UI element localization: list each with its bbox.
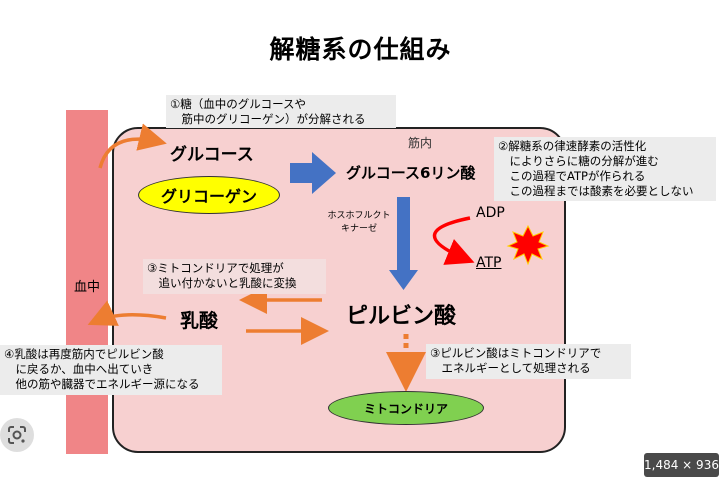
adp-label: ADP — [476, 205, 505, 221]
lactate-to-blood-arrow — [87, 300, 167, 326]
diagram-title: 解糖系の仕組み — [269, 35, 452, 64]
google-lens-button[interactable] — [0, 418, 34, 452]
glucose-label: グルコース — [170, 145, 254, 165]
blood-to-glucose-arrow — [98, 123, 167, 169]
note-5: ③ピルビン酸はミトコンドリアで エネルギーとして処理される — [426, 344, 631, 379]
note-4: ④乳酸は再度筋内でピルビン酸 に戻るか、血中へ出ていき 他の筋や臓器でエネルギー… — [0, 345, 222, 395]
blood-label: 血中 — [73, 280, 100, 295]
g6p-to-pyruvate-arrow — [389, 197, 418, 290]
note-3: ③ミトコンドリアで処理が 追い付かないと乳酸に変換 — [143, 259, 326, 294]
glucose6p-label: グルコース6リン酸 — [346, 164, 476, 182]
pfk-label: ホスホフルクト キナーゼ — [327, 211, 391, 234]
glucose-to-g6p-arrow — [290, 152, 336, 194]
lactate-label: 乳酸 — [180, 310, 219, 332]
glycogen-label: グリコーゲン — [160, 187, 257, 206]
mitochondria-label: ミトコンドリア — [363, 401, 448, 416]
mitochondria-oval: ミトコンドリア — [328, 391, 484, 425]
adp-to-atp-arrow — [432, 216, 475, 265]
note-2: ②解糖系の律速酵素の活性化 によりさらに糖の分解が進む この過程でATPが作られ… — [494, 137, 716, 201]
glycogen-oval: グリコーゲン — [138, 176, 280, 214]
image-size-badge: 1,484 × 936 — [644, 453, 719, 477]
pyruvate-label: ピルビン酸 — [346, 304, 457, 329]
google-lens-icon — [8, 426, 26, 444]
note-1: ①糖（血中のグルコースや 筋中のグリコーゲン）が分解される — [166, 95, 396, 128]
atp-label: ATP — [476, 255, 502, 271]
muscle-label: 筋内 — [408, 136, 433, 150]
atp-burst-icon — [506, 224, 550, 266]
